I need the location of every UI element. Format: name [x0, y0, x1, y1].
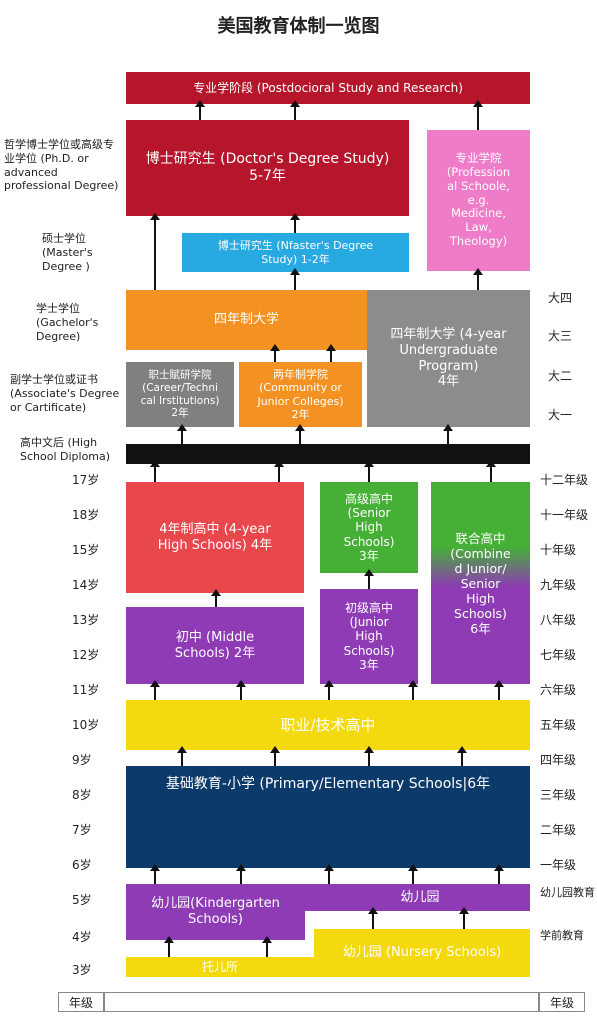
college-year-label: 大三	[548, 329, 573, 343]
arrow-up	[270, 746, 280, 766]
arrow-up	[270, 344, 280, 362]
daycare-box: 托儿所	[126, 957, 314, 977]
arrow-up	[236, 680, 246, 700]
community-college-box: 两年制学院 (Community or Junior Colleges) 2年	[239, 362, 362, 427]
age-label: 8岁	[72, 788, 92, 802]
doctor-box: 博士研究生 (Doctor's Degree Study) 5-7年	[126, 120, 409, 216]
arrow-up	[262, 936, 272, 957]
age-label: 3岁	[72, 963, 92, 977]
age-label: 11岁	[72, 683, 100, 697]
arrow-up	[473, 100, 483, 130]
page-title: 美国教育体制一览图	[217, 16, 380, 37]
grade-label: 九年级	[540, 578, 577, 592]
high-school-diploma-bar	[126, 444, 530, 464]
arrow-up	[443, 424, 453, 444]
footer-grade-left: 年级	[58, 992, 104, 1012]
age-label: 4岁	[72, 930, 92, 944]
grade-label: 一年级	[540, 858, 577, 872]
arrow-up	[364, 460, 374, 482]
kindergarten-label-right: 幼儿园	[400, 890, 440, 906]
arrow-up	[494, 864, 504, 884]
combined-high-school-box: 联合高中 (Combine d Junior/ Senior High Scho…	[431, 482, 530, 684]
grade-label: 幼儿园教育	[540, 886, 595, 899]
grade-label: 十年级	[540, 543, 577, 557]
arrow-up	[457, 746, 467, 766]
age-label: 5岁	[72, 893, 92, 907]
age-label: 17岁	[72, 473, 100, 487]
label-phd-degree: 哲学博士学位或高级专 业学位 (Ph.D. or advanced profes…	[4, 138, 119, 193]
vocational-high-school-box: 职业/技术高中	[126, 700, 530, 750]
arrow-up	[164, 936, 174, 957]
junior-high-box: 初级高中 (Junior High Schools) 3年	[320, 589, 418, 684]
four-year-university-box: 四年制大学	[126, 290, 367, 350]
label-bachelor-degree: 学士学位 (Gachelor's Degree)	[36, 302, 99, 343]
grade-label: 五年级	[540, 718, 577, 732]
grade-label: 十二年级	[540, 473, 589, 487]
primary-school-box: 基础教育-小学 (Primary/Elementary Schools|6年	[126, 766, 530, 868]
arrow-up	[326, 344, 336, 362]
arrow-up	[150, 864, 160, 884]
age-label: 18岁	[72, 508, 100, 522]
college-year-label: 大一	[548, 408, 573, 422]
nursery-school-box: 幼儿园 (Nursery Schools)	[314, 929, 530, 977]
arrow-up	[364, 569, 374, 589]
college-year-label: 大四	[548, 291, 573, 305]
undergraduate-program-box: 四年制大学 (4-year Undergraduate Program) 4年	[367, 290, 530, 427]
arrow-up	[368, 907, 378, 929]
arrow-up	[150, 680, 160, 700]
kindergarten-label: 幼儿园(Kindergarten Schools)	[151, 896, 280, 927]
footer-spacer	[104, 992, 539, 1012]
four-year-high-school-box: 4年制高中 (4-year High Schools) 4年	[126, 482, 304, 593]
postdoc-box: 专业学阶段 (Postdocioral Study and Research)	[126, 72, 530, 104]
arrow-up	[236, 864, 246, 884]
arrow-up	[324, 864, 334, 884]
arrow-up	[274, 460, 284, 482]
arrow-up	[364, 746, 374, 766]
age-label: 6岁	[72, 858, 92, 872]
age-label: 10岁	[72, 718, 100, 732]
grade-label: 三年级	[540, 788, 577, 802]
senior-high-box: 高级高中 (Senior High Schools) 3年	[320, 482, 418, 573]
arrow-up	[473, 268, 483, 290]
footer-grade-right: 年级	[539, 992, 585, 1012]
age-label: 9岁	[72, 753, 92, 767]
arrow-up	[459, 907, 469, 929]
arrow-up	[295, 424, 305, 444]
arrow-up	[408, 680, 418, 700]
grade-label: 八年级	[540, 613, 577, 627]
grade-label: 二年级	[540, 823, 577, 837]
age-label: 13岁	[72, 613, 100, 627]
arrow-up	[195, 100, 205, 120]
kindergarten-left-block	[126, 884, 305, 940]
arrow-up	[494, 680, 504, 700]
arrow-up	[324, 680, 334, 700]
arrow-up	[177, 746, 187, 766]
grade-label: 六年级	[540, 683, 577, 697]
arrow-up	[211, 589, 221, 607]
label-high-school-diploma: 高中文后 (High School Diploma)	[20, 436, 111, 463]
career-institution-box: 职士賦研学院 (Career/Techni cal Irstitutions) …	[126, 362, 234, 427]
age-label: 14岁	[72, 578, 100, 592]
arrow-up	[290, 213, 300, 233]
arrow-up	[290, 268, 300, 290]
arrow-up	[177, 424, 187, 444]
college-year-label: 大二	[548, 369, 573, 383]
arrow-up	[290, 100, 300, 120]
label-associate-degree: 副学士学位或证书 (Associate's Degree or Cartific…	[10, 373, 120, 414]
arrow-up	[408, 864, 418, 884]
label-master-degree: 硕士学位 (Master's Degree )	[42, 232, 93, 273]
master-box: 博士研究生 (Nfaster's Degree Study) 1-2年	[182, 233, 409, 272]
arrow-up	[486, 460, 496, 482]
grade-label: 学前教育	[540, 929, 584, 942]
arrow-up	[150, 213, 160, 290]
arrow-up	[150, 460, 160, 482]
middle-school-box: 初中 (Middle Schools) 2年	[126, 607, 304, 684]
age-label: 7岁	[72, 823, 92, 837]
age-label: 15岁	[72, 543, 100, 557]
professional-school-box: 专业学院 (Profession al Schoole, e.g. Medici…	[427, 130, 530, 271]
grade-label: 四年级	[540, 753, 577, 767]
age-label: 12岁	[72, 648, 100, 662]
grade-label: 十一年级	[540, 508, 589, 522]
grade-label: 七年级	[540, 648, 577, 662]
